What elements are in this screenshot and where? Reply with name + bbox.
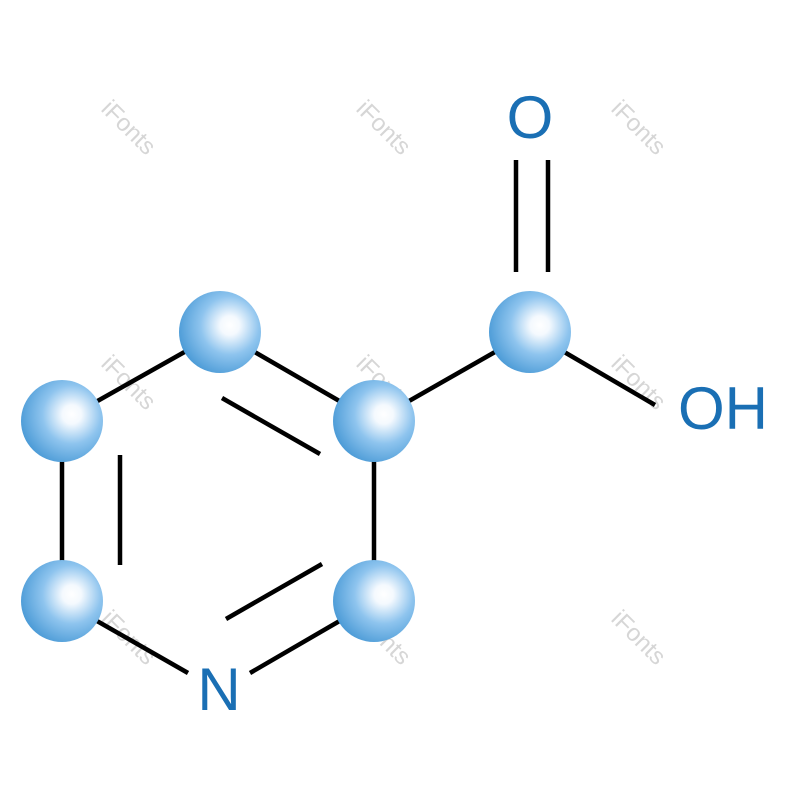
watermark-text: iFonts — [606, 605, 671, 670]
carbon-atom-c6 — [21, 560, 103, 642]
atom-layer — [21, 291, 571, 642]
label-layer: O OH N — [197, 84, 768, 723]
nitrogen-label: N — [197, 656, 240, 723]
carbon-atom-c4 — [179, 291, 261, 373]
watermark-text: iFonts — [606, 95, 671, 160]
carbon-atom-carboxyl — [489, 291, 571, 373]
bond-n1-c2-inner — [224, 562, 324, 621]
watermark-text: iFonts — [96, 95, 161, 160]
carbon-atom-c5 — [21, 380, 103, 462]
oxygen-label: O — [507, 84, 554, 151]
hydroxyl-label: OH — [678, 375, 768, 442]
watermark-text: iFonts — [351, 95, 416, 160]
bond-c4-c3-inner — [220, 396, 322, 456]
carbon-atom-c2 — [333, 560, 415, 642]
carbon-atom-c3 — [333, 380, 415, 462]
